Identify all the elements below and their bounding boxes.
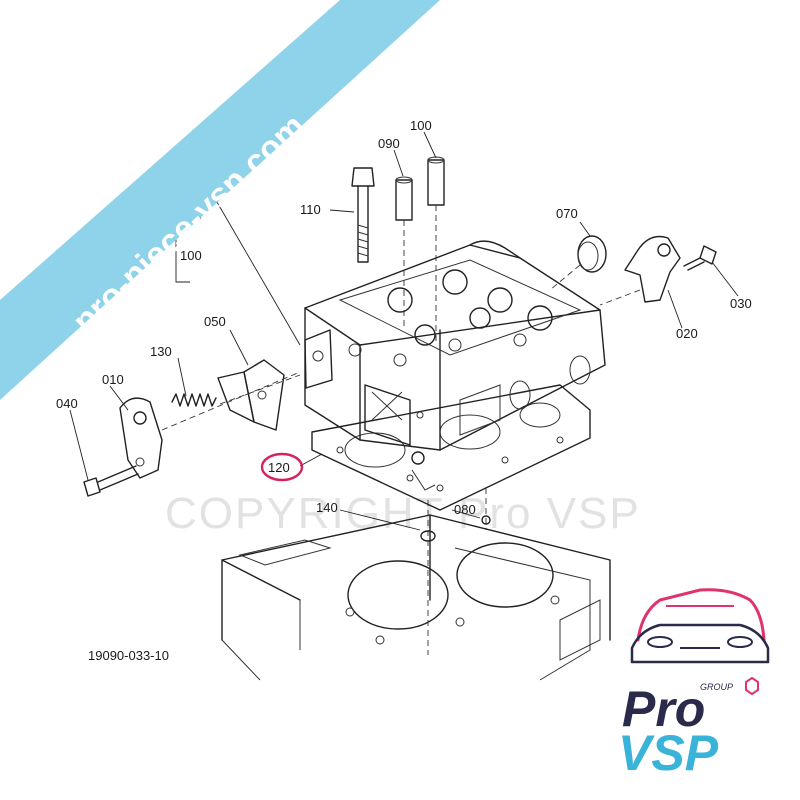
callout-080: 080 [454,502,476,517]
plate-010-drawing [119,371,301,479]
plug-070-drawing [549,235,607,291]
logo-brand-line2: VSP [618,725,719,781]
head-bolt-110-drawing [351,167,375,263]
logo-brand-line1: Pro [622,681,705,737]
engine-block-drawing [221,514,611,681]
logo-hexagon-icon [745,676,759,696]
copyright-watermark: COPYRIGHT Pro VSP [165,489,641,538]
valve-guide-100-drawing [427,156,445,345]
callout-120: 120 [268,460,290,475]
bolt-030-drawing [683,245,717,271]
logo-group-text: GROUP [700,682,733,692]
callout-010: 010 [102,372,124,387]
dowel-080-drawing [481,488,491,530]
callout-130: 130 [150,344,172,359]
callout-100-group: 100 [180,248,202,263]
valve-guide-090-drawing [395,176,413,330]
callout-070: 070 [556,206,578,221]
highlight-circle-120 [260,452,304,482]
callout-100-top: 100 [410,118,432,133]
callout-050: 050 [204,314,226,329]
head-gasket-drawing [311,384,591,511]
callout-040: 040 [56,396,78,411]
pro-vsp-logo: GROUP Pro VSP [618,588,770,781]
cylinder-head-drawing [304,240,606,491]
callout-030: 030 [730,296,752,311]
website-banner: pro-piece-vsp.com [0,0,440,400]
bracket-050-drawing [217,359,285,431]
callout-110: 110 [300,202,321,217]
bolt-040-drawing [83,465,139,497]
spring-130-drawing [171,374,301,407]
drawing-code: 19090-033-10 [88,648,169,663]
callout-090: 090 [378,136,400,151]
callout-020: 020 [676,326,698,341]
bracket-020-drawing [599,235,681,306]
callout-140: 140 [316,500,338,515]
o-ring-140-drawing [420,500,436,655]
leader-lines [69,131,739,531]
